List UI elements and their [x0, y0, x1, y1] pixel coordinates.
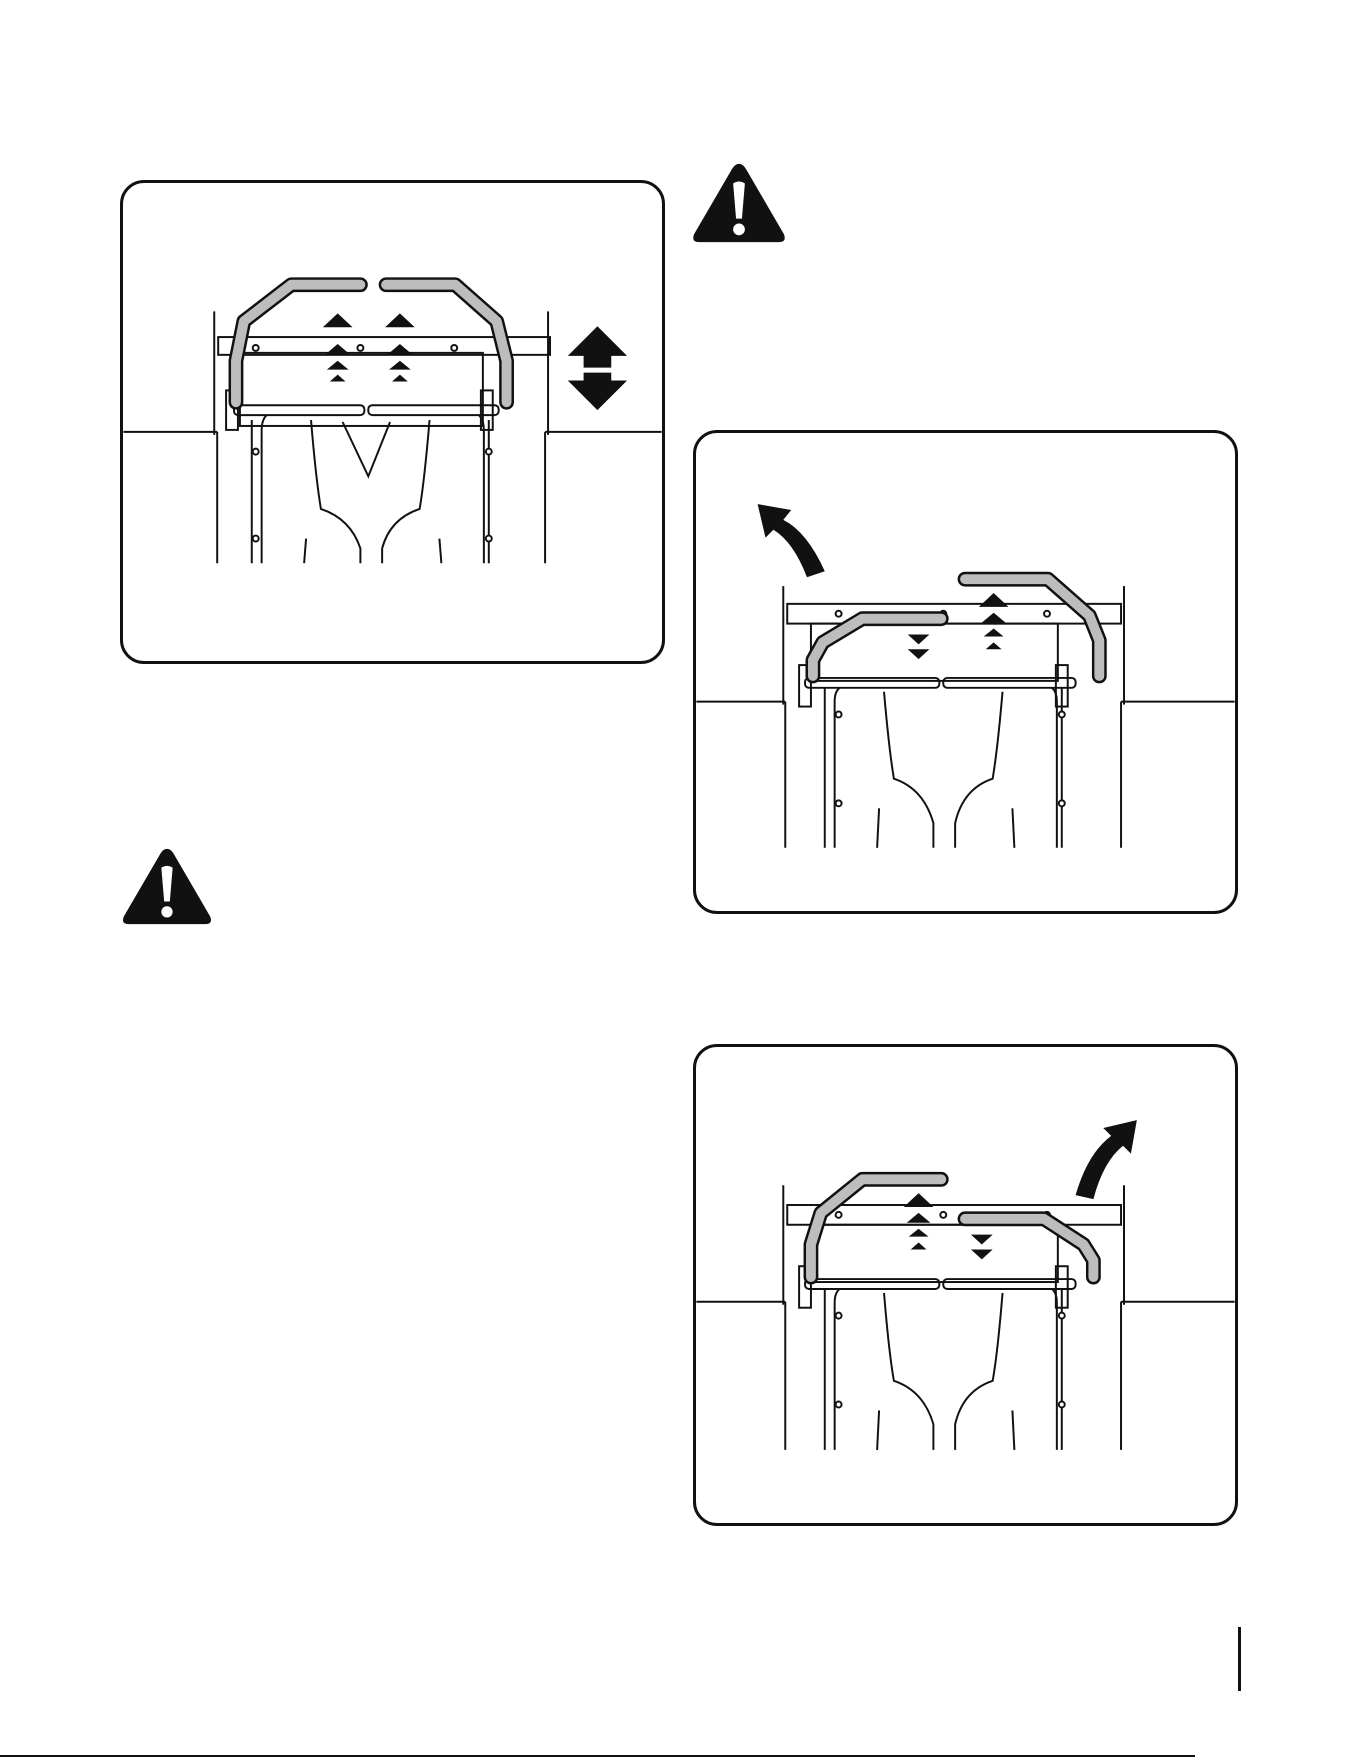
- lever-diagram-3: [696, 1047, 1235, 1523]
- warning-icon: [120, 845, 214, 928]
- lever-diagram-1: [123, 183, 662, 661]
- figure-lever-adjustment-3: [693, 1044, 1238, 1526]
- page-number-rule: [1238, 1627, 1241, 1691]
- figure-lever-adjustment-2: [693, 430, 1238, 914]
- figure-lever-adjustment-1: [120, 180, 665, 664]
- lever-diagram-2: [696, 433, 1235, 911]
- warning-icon: [690, 160, 788, 246]
- footer-rule: [0, 1755, 1195, 1757]
